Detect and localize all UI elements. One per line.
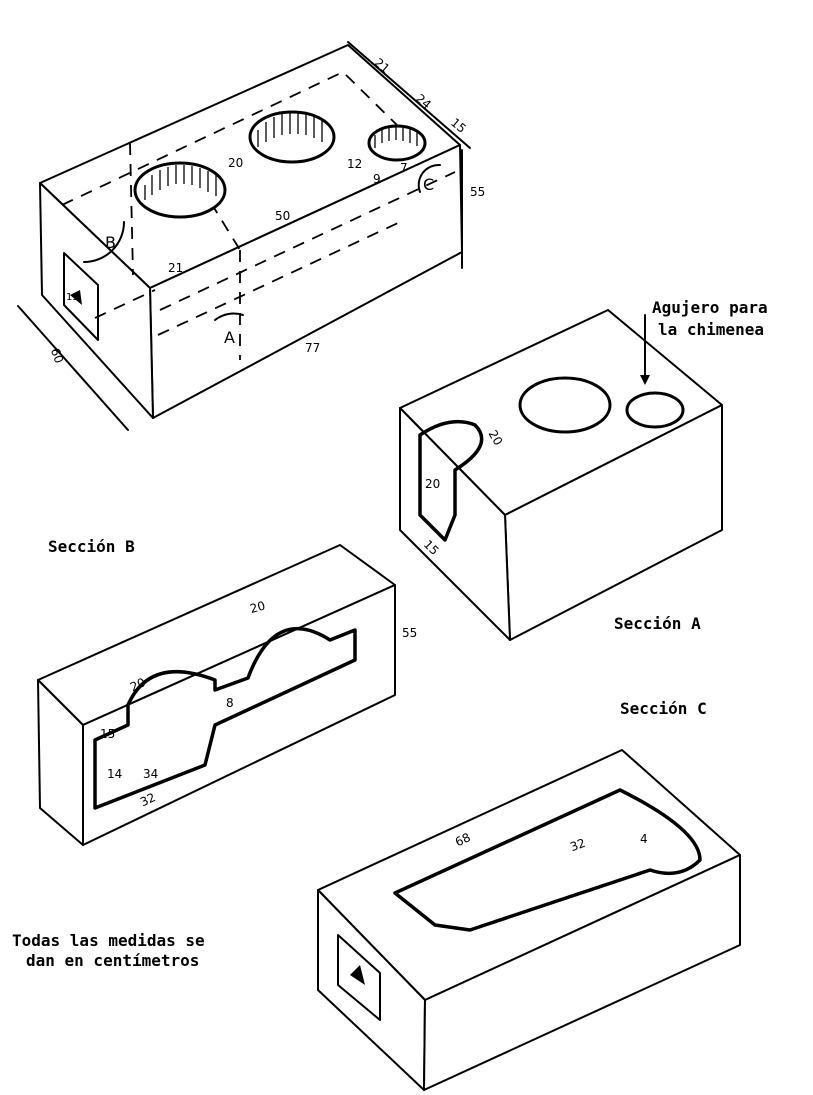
main-block-left-face (39, 182, 154, 419)
dim-left-offset: 21 (168, 261, 183, 275)
section-a-dim-depth: 20 (425, 477, 440, 491)
section-b-dim-height: 55 (402, 626, 417, 640)
dim-small-12: 12 (347, 157, 362, 171)
section-marker-c: C (423, 175, 434, 194)
main-door (63, 252, 99, 341)
caption-chimney-line2: la chimenea (658, 320, 764, 339)
dim-small-9: 9 (373, 172, 381, 186)
section-c-dim-inner: 32 (568, 836, 587, 854)
main-hole-small (367, 124, 427, 162)
section-b-dim-base: 32 (138, 790, 158, 809)
caption-section-a: Sección A (614, 614, 701, 633)
dim-center-span: 50 (275, 209, 290, 223)
section-b-block: 20 20 55 8 14 34 32 15 (37, 544, 417, 846)
section-c-dim-outer: 68 (453, 830, 473, 849)
section-marker-c-arc (417, 163, 441, 193)
section-b-dim-neck: 8 (226, 696, 234, 710)
caption-note-line2: dan en centímetros (26, 951, 199, 970)
section-b-dim-left-hole: 20 (128, 675, 148, 694)
dim-small-7: 7 (400, 161, 408, 175)
dim-height: 55 (470, 185, 485, 199)
section-marker-a-arc (214, 312, 244, 321)
section-b-dim-side: 15 (100, 727, 115, 741)
section-a-cut-face (399, 407, 511, 641)
caption-section-b: Sección B (48, 537, 135, 556)
section-a-dim-hole: 20 (486, 428, 506, 448)
section-b-dim-front: 14 (107, 767, 122, 781)
section-marker-b: B (105, 233, 116, 252)
section-marker-a: A (224, 328, 235, 347)
caption-note-line1: Todas las medidas se (12, 931, 205, 950)
dim-width: 60 (48, 346, 66, 365)
section-a-block: 20 20 15 (399, 309, 723, 641)
section-c-dim-notch: 4 (640, 832, 648, 846)
section-b-dim-right-hole: 20 (248, 599, 266, 616)
main-hole-middle (248, 110, 336, 164)
dim-length: 77 (305, 341, 320, 355)
section-c-block: 68 32 4 (317, 749, 741, 1091)
main-hole-left (133, 161, 227, 219)
caption-chimney-line1: Agujero para (652, 298, 768, 317)
main-block: B A C 77 60 55 21 24 15 20 50 21 12 9 7 … (17, 41, 485, 431)
dim-hole-diameter: 20 (228, 156, 243, 170)
caption-section-c: Sección C (620, 699, 707, 718)
section-marker-b-arc (83, 221, 125, 263)
dim-door: 15 (66, 292, 79, 303)
section-b-dim-channel: 34 (143, 767, 158, 781)
